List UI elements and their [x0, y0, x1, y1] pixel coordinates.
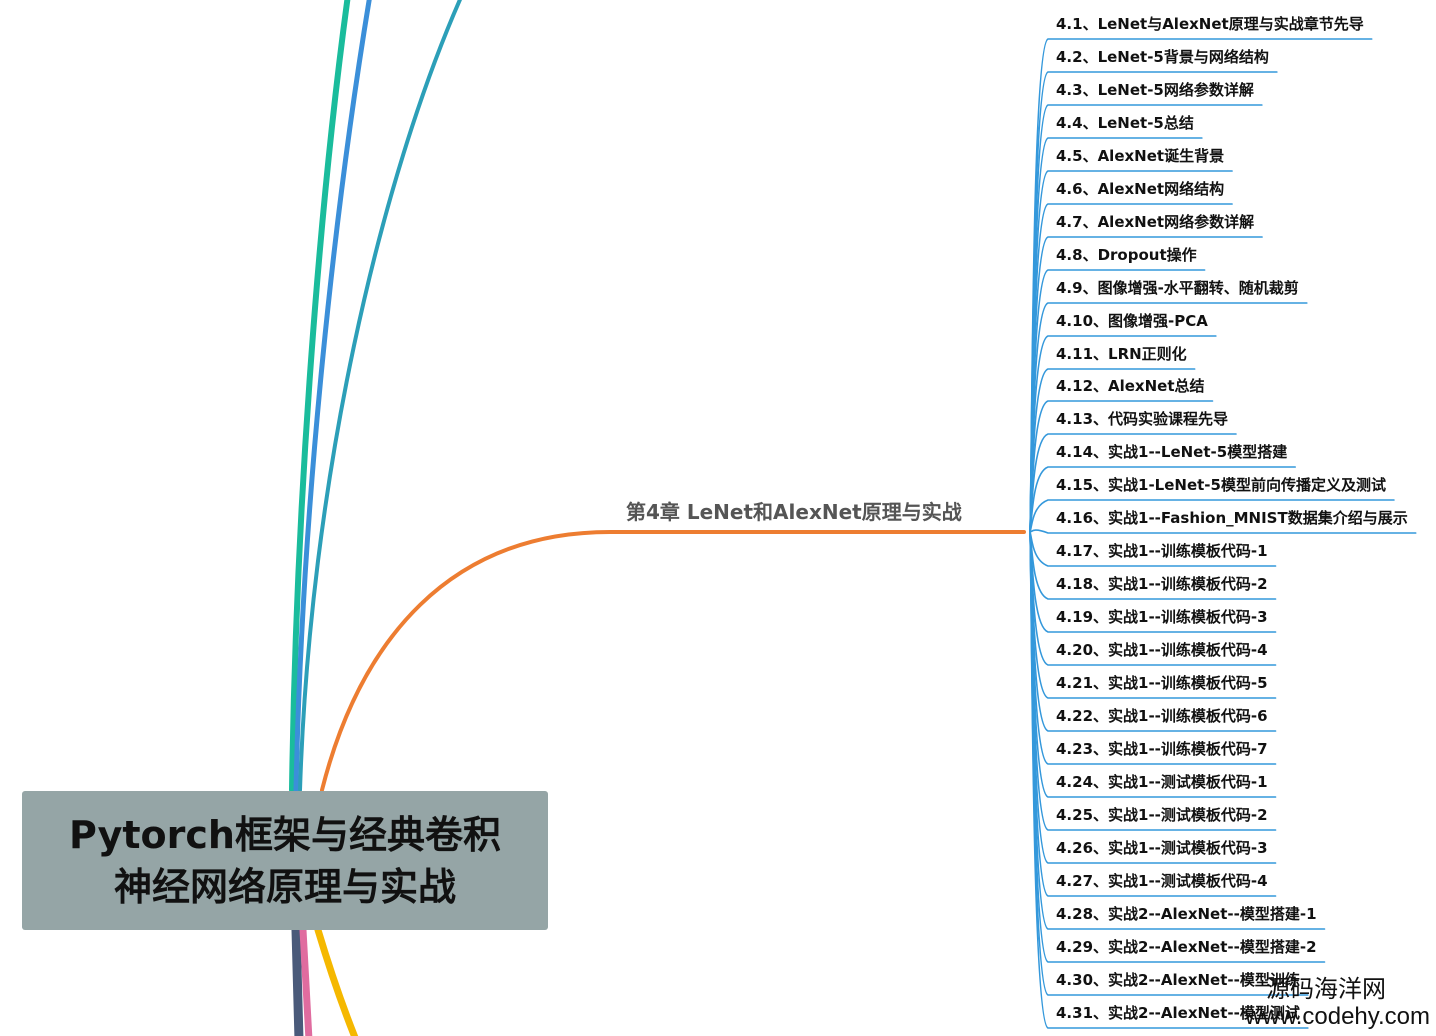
section-item[interactable]: 4.28、实战2--AlexNet--模型搭建-1 — [1056, 905, 1317, 923]
section-item[interactable]: 4.19、实战1--训练模板代码-3 — [1056, 608, 1268, 626]
section-item[interactable]: 4.10、图像增强-PCA — [1056, 312, 1208, 330]
watermark-url: www.codehy.com — [1245, 1003, 1430, 1030]
chapter-4-connector — [320, 530, 1026, 792]
section-item[interactable]: 4.24、实战1--测试模板代码-1 — [1056, 773, 1268, 791]
section-item[interactable]: 4.26、实战1--测试模板代码-3 — [1056, 839, 1268, 857]
section-connector — [1029, 529, 1417, 534]
section-connector — [1029, 499, 1395, 533]
branch-connector — [293, 0, 372, 793]
section-item[interactable]: 4.11、LRN正则化 — [1056, 345, 1187, 363]
section-item[interactable]: 4.17、实战1--训练模板代码-1 — [1056, 542, 1268, 560]
root-topic-node[interactable]: Pytorch框架与经典卷积 神经网络原理与实战 — [22, 791, 548, 930]
section-item[interactable]: 4.30、实战2--AlexNet--模型训练 — [1056, 971, 1300, 989]
section-item[interactable]: 4.14、实战1--LeNet-5模型搭建 — [1056, 443, 1288, 461]
section-item[interactable]: 4.1、LeNet与AlexNet原理与实战章节先导 — [1056, 15, 1364, 33]
section-item[interactable]: 4.23、实战1--训练模板代码-7 — [1056, 740, 1268, 758]
root-title-line-2: 神经网络原理与实战 — [113, 864, 456, 909]
chapter-4-topic[interactable]: 第4章 LeNet和AlexNet原理与实战 — [626, 500, 962, 524]
section-item[interactable]: 4.22、实战1--训练模板代码-6 — [1056, 707, 1268, 725]
section-item[interactable]: 4.29、实战2--AlexNet--模型搭建-2 — [1056, 938, 1317, 956]
watermark: 源码海洋网 www.codehy.com — [1245, 976, 1430, 1030]
branch-connector — [289, 0, 351, 793]
section-item[interactable]: 4.18、实战1--训练模板代码-2 — [1056, 575, 1268, 593]
section-item[interactable]: 4.3、LeNet-5网络参数详解 — [1056, 81, 1254, 99]
section-item[interactable]: 4.15、实战1-LeNet-5模型前向传播定义及测试 — [1056, 476, 1386, 494]
section-item[interactable]: 4.20、实战1--训练模板代码-4 — [1056, 641, 1268, 659]
section-item[interactable]: 4.27、实战1--测试模板代码-4 — [1056, 872, 1268, 890]
root-title-line-1: Pytorch框架与经典卷积 — [69, 812, 501, 857]
section-item[interactable]: 4.4、LeNet-5总结 — [1056, 114, 1194, 132]
section-item[interactable]: 4.5、AlexNet诞生背景 — [1056, 147, 1225, 165]
section-item[interactable]: 4.31、实战2--AlexNet--模型测试 — [1056, 1004, 1300, 1022]
branch-connector — [298, 0, 463, 792]
section-connector — [1029, 71, 1278, 533]
section-item[interactable]: 4.13、代码实验课程先导 — [1056, 410, 1229, 428]
section-item[interactable]: 4.25、实战1--测试模板代码-2 — [1056, 806, 1268, 824]
watermark-cn: 源码海洋网 — [1266, 976, 1386, 1003]
section-item[interactable]: 4.16、实战1--Fashion_MNIST数据集介绍与展示 — [1056, 509, 1408, 527]
section-item[interactable]: 4.12、AlexNet总结 — [1056, 377, 1205, 395]
branch-connector — [291, 925, 304, 1036]
section-connector — [1029, 531, 1309, 1029]
section-item[interactable]: 4.21、实战1--训练模板代码-5 — [1056, 674, 1268, 692]
section-item[interactable]: 4.6、AlexNet网络结构 — [1056, 180, 1225, 198]
section-item[interactable]: 4.7、AlexNet网络参数详解 — [1056, 213, 1255, 231]
section-item[interactable]: 4.8、Dropout操作 — [1056, 246, 1197, 264]
section-item[interactable]: 4.2、LeNet-5背景与网络结构 — [1056, 48, 1269, 66]
branch-connector — [314, 926, 359, 1036]
section-item[interactable]: 4.9、图像增强-水平翻转、随机裁剪 — [1056, 279, 1299, 297]
branch-connector — [299, 926, 313, 1036]
